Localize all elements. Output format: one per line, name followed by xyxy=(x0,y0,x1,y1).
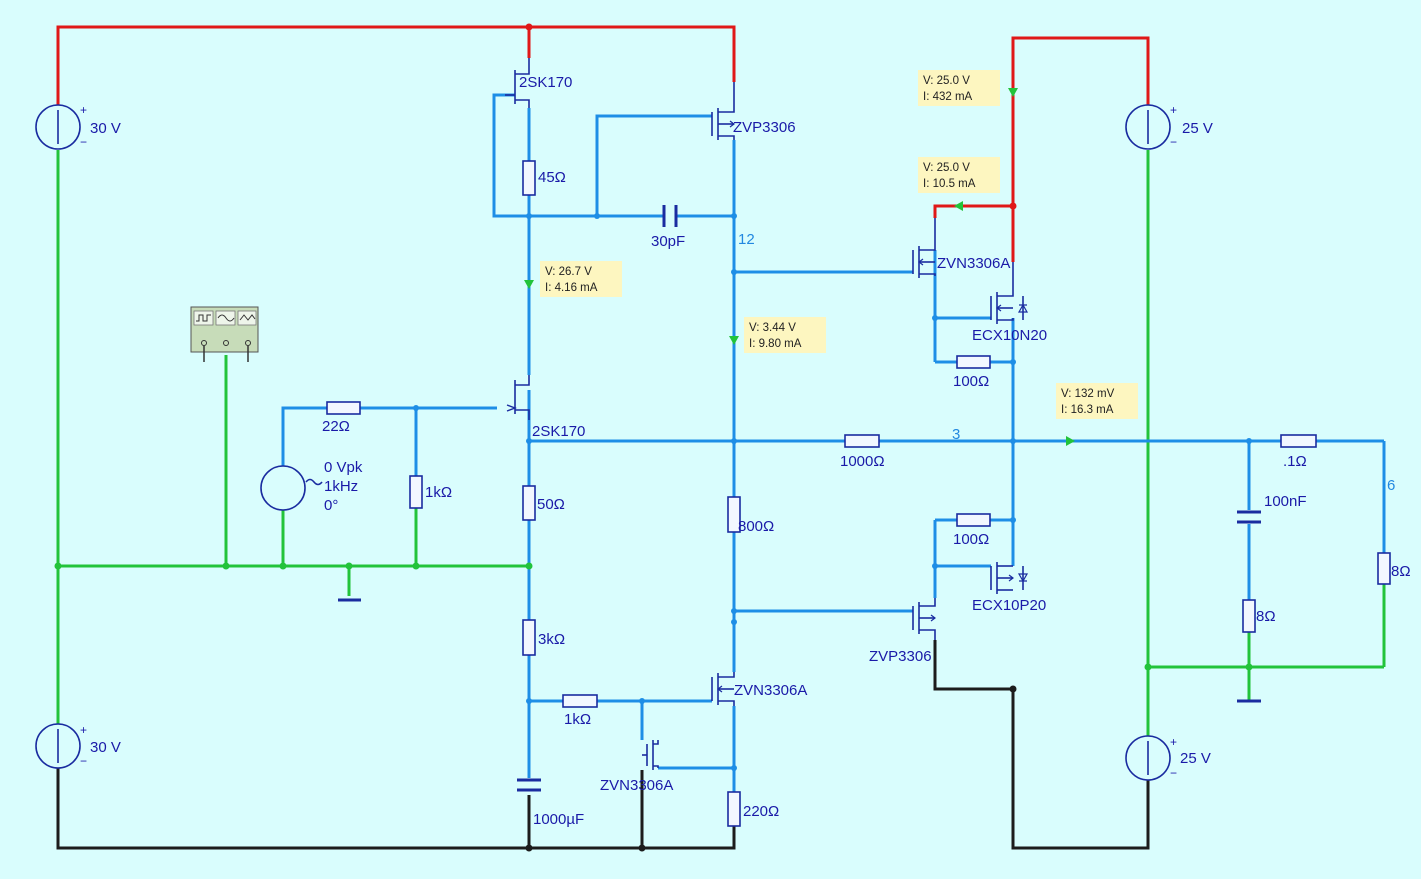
svg-text:+: + xyxy=(80,103,87,117)
label-r50: 50Ω xyxy=(537,496,565,513)
probe-5-current: I: 16.3 mA xyxy=(1061,404,1114,416)
label-r100-bottom: 100Ω xyxy=(953,531,989,548)
supply-top-right-label: 25 V xyxy=(1182,120,1213,137)
label-2sk170-top: 2SK170 xyxy=(519,74,572,91)
probe-5[interactable]: V: 132 mV I: 16.3 mA xyxy=(1056,383,1138,419)
svg-text:+: + xyxy=(80,723,87,737)
net-label-3: 3 xyxy=(952,426,960,443)
label-r1k-input: 1kΩ xyxy=(425,484,452,501)
component-labels: 2SK170 2SK170 ZVP3306 ZVN3306A ZVN3306A … xyxy=(322,74,1411,828)
resistor-220[interactable] xyxy=(727,791,741,827)
label-zvp3306-driver: ZVP3306 xyxy=(869,648,932,665)
supply-top-right[interactable]: + − 25 V xyxy=(1125,103,1213,150)
supply-bottom-right-label: 25 V xyxy=(1180,750,1211,767)
resistor-8-load[interactable] xyxy=(1377,552,1391,585)
supply-bottom-left[interactable]: + − 30 V xyxy=(35,723,121,769)
capacitor-30pf[interactable] xyxy=(662,205,678,227)
resistor-1k-bias[interactable] xyxy=(562,694,598,708)
nmos-zvn3306a-cs[interactable] xyxy=(711,672,735,706)
label-ecx10p20: ECX10P20 xyxy=(972,597,1046,614)
resistor-3k[interactable] xyxy=(522,619,536,656)
wires-negative-rail xyxy=(56,640,1150,850)
probe-2[interactable]: V: 25.0 V I: 10.5 mA xyxy=(918,157,1000,193)
junction-dots xyxy=(54,23,1253,852)
svg-text:+: + xyxy=(1170,735,1177,749)
resistor-1k-input[interactable] xyxy=(409,475,423,509)
nmos-zvn3306a-driver[interactable] xyxy=(912,218,936,278)
wires-ground xyxy=(56,150,1386,736)
label-r800: 800Ω xyxy=(738,518,774,535)
probe-4[interactable]: V: 3.44 V I: 9.80 mA xyxy=(744,317,826,353)
label-c30pf: 30pF xyxy=(651,233,685,250)
svg-text:−: − xyxy=(80,135,87,149)
supply-top-left-label: 30 V xyxy=(90,120,121,137)
label-c1000uf: 1000µF xyxy=(533,811,584,828)
svg-text:−: − xyxy=(80,754,87,768)
label-r22: 22Ω xyxy=(322,418,350,435)
label-2sk170-bottom: 2SK170 xyxy=(532,423,585,440)
resistor-50[interactable] xyxy=(522,485,536,521)
supply-top-left[interactable]: + − 30 V xyxy=(35,103,121,150)
label-zvn3306a-driver: ZVN3306A xyxy=(937,255,1010,272)
probe-2-current: I: 10.5 mA xyxy=(923,178,976,190)
resistor-45[interactable] xyxy=(522,160,536,196)
probe-1-current: I: 432 mA xyxy=(923,91,973,103)
jfet-2sk170-bottom[interactable] xyxy=(506,375,530,420)
label-r01: .1Ω xyxy=(1283,453,1307,470)
resistor-8-zobel[interactable] xyxy=(1242,599,1256,633)
wires-signal xyxy=(281,93,1386,792)
label-zvn3306a-cs: ZVN3306A xyxy=(734,682,807,699)
probe-4-voltage: V: 3.44 V xyxy=(749,322,796,334)
resistor-800[interactable] xyxy=(727,496,741,533)
label-zvp3306-top: ZVP3306 xyxy=(733,119,796,136)
label-zvn3306a-bias: ZVN3306A xyxy=(600,777,673,794)
source-frequency: 1kHz xyxy=(324,478,358,495)
probe-1-voltage: V: 25.0 V xyxy=(923,75,970,87)
probe-3-current: I: 4.16 mA xyxy=(545,282,598,294)
probe-2-voltage: V: 25.0 V xyxy=(923,162,970,174)
resistor-01[interactable] xyxy=(1280,434,1317,448)
label-r8-zobel: 8Ω xyxy=(1256,608,1276,625)
ac-signal-source[interactable]: 0 Vpk 1kHz 0° xyxy=(260,459,363,514)
svg-text:−: − xyxy=(1170,766,1177,780)
nmos-ecx10n20-output[interactable] xyxy=(990,262,1029,324)
probe-5-voltage: V: 132 mV xyxy=(1061,388,1115,400)
probe-3-voltage: V: 26.7 V xyxy=(545,266,592,278)
supply-bottom-left-label: 30 V xyxy=(90,739,121,756)
current-arrows xyxy=(524,88,1075,446)
probe-3[interactable]: V: 26.7 V I: 4.16 mA xyxy=(540,261,622,297)
oscilloscope-icon[interactable] xyxy=(190,306,259,362)
label-r3k: 3kΩ xyxy=(538,631,565,648)
label-ecx10n20: ECX10N20 xyxy=(972,327,1047,344)
resistor-100-bottom[interactable] xyxy=(956,513,991,527)
label-r1000: 1000Ω xyxy=(840,453,885,470)
supply-bottom-right[interactable]: + − 25 V xyxy=(1125,735,1211,781)
svg-text:−: − xyxy=(1170,135,1177,149)
label-r100-top: 100Ω xyxy=(953,373,989,390)
probe-4-current: I: 9.80 mA xyxy=(749,338,802,350)
resistor-1000[interactable] xyxy=(844,434,880,448)
resistor-100-top[interactable] xyxy=(956,355,991,369)
source-phase: 0° xyxy=(324,497,338,514)
wires-positive-rail xyxy=(56,25,1150,262)
label-r8-load: 8Ω xyxy=(1391,563,1411,580)
label-c100nf: 100nF xyxy=(1264,493,1307,510)
nmos-zvn3306a-bias[interactable] xyxy=(642,740,659,770)
label-r220: 220Ω xyxy=(743,803,779,820)
jfet-2sk170-top[interactable] xyxy=(505,58,530,108)
pmos-zvp3306-top[interactable] xyxy=(711,82,735,140)
capacitor-1000uf[interactable] xyxy=(517,778,541,792)
net-label-12: 12 xyxy=(738,231,755,248)
resistor-22[interactable] xyxy=(326,401,361,415)
label-r1k-bias: 1kΩ xyxy=(564,711,591,728)
pmos-ecx10p20-output[interactable] xyxy=(990,562,1029,594)
label-r45: 45Ω xyxy=(538,169,566,186)
svg-text:+: + xyxy=(1170,103,1177,117)
probe-1[interactable]: V: 25.0 V I: 432 mA xyxy=(918,70,1000,106)
net-label-6: 6 xyxy=(1387,477,1395,494)
source-amplitude: 0 Vpk xyxy=(324,459,363,476)
pmos-zvp3306-driver[interactable] xyxy=(912,598,936,640)
capacitor-100nf[interactable] xyxy=(1237,510,1261,524)
